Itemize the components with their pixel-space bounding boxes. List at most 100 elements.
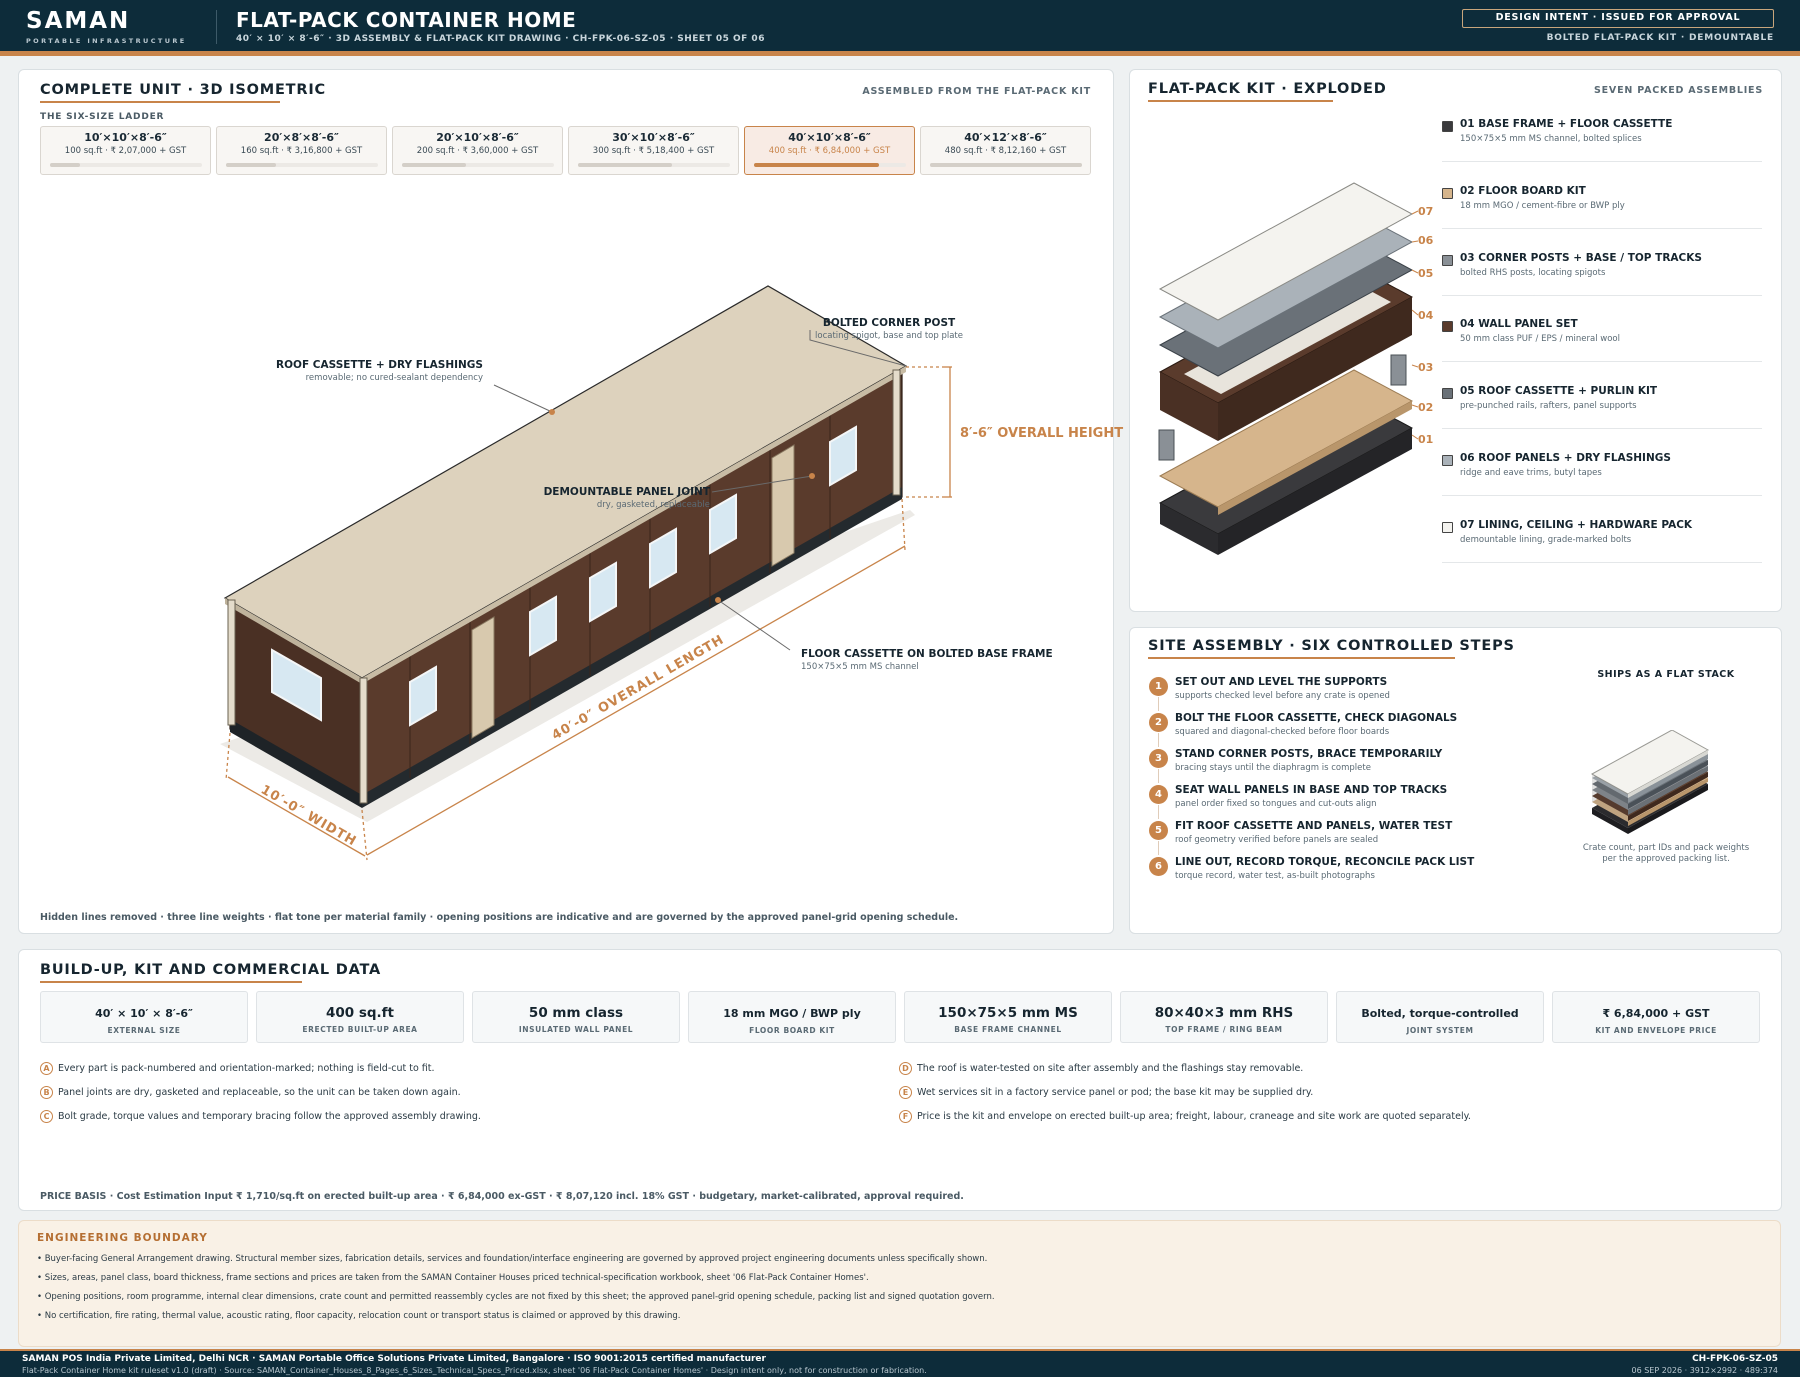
spec-label: FLOOR BOARD KIT (749, 1026, 835, 1035)
spec-value: 40′ × 10′ × 8′-6″ (95, 1007, 193, 1020)
kit-color-swatch (1442, 455, 1453, 466)
size-area-bar (754, 163, 906, 167)
stack-layer-edge (1628, 778, 1708, 826)
step-desc: bracing stays until the diaphragm is com… (1175, 763, 1371, 773)
roof-callout-title: ROOF CASSETTE + DRY FLASHINGS (276, 359, 483, 371)
kit-layer-02-edge (1218, 401, 1412, 515)
kit-item-desc: ridge and eave trims, butyl tapes (1460, 468, 1602, 478)
stack-layer-edge (1628, 760, 1708, 809)
step-title: SET OUT AND LEVEL THE SUPPORTS (1175, 676, 1388, 688)
engineering-boundary-panel: ENGINEERING BOUNDARY • Buyer-facing Gene… (18, 1220, 1781, 1347)
engineering-boundary-item: • Buyer-facing General Arrangement drawi… (37, 1254, 988, 1264)
spec-value: 50 mm class (528, 1005, 624, 1021)
size-option-name: 30′×10′×8′-6″ (612, 131, 695, 144)
size-option-card[interactable]: 20′×10′×8′-6″200 sq.ft · ₹ 3,60,000 + GS… (392, 126, 563, 175)
spec-label: ERECTED BUILT-UP AREA (302, 1025, 418, 1034)
rule-text: Bolt grade, torque values and temporary … (58, 1111, 481, 1122)
brand-tagline: PORTABLE INFRASTRUCTURE (26, 37, 187, 45)
title-underline (1148, 657, 1455, 659)
kit-color-swatch (1442, 388, 1453, 400)
size-option-info: 300 sq.ft · ₹ 5,18,400 + GST (592, 146, 715, 156)
side-door (471, 616, 495, 739)
spec-value: ₹ 6,84,000 + GST (1602, 1007, 1710, 1020)
stack-layer-edge (1628, 766, 1708, 815)
spec-value: 400 sq.ft (325, 1005, 395, 1021)
footer-bar: SAMAN POS India Private Limited, Delhi N… (0, 1349, 1800, 1377)
kit-layer-number: 03 (1418, 361, 1433, 374)
height-dimension (906, 366, 952, 498)
size-option-card[interactable]: 40′×12′×8′-6″480 sq.ft · ₹ 8,12,160 + GS… (920, 126, 1091, 175)
kit-layer-number: 01 (1418, 433, 1433, 446)
kit-item-name: 03 CORNER POSTS + BASE / TOP TRACKS (1460, 251, 1702, 264)
kit-layer-03-post (1390, 354, 1407, 386)
size-area-bar (930, 163, 1082, 167)
title-underline (40, 981, 302, 983)
kit-color-swatch (1442, 187, 1453, 199)
kit-layer-number: 02 (1418, 401, 1433, 414)
size-option-card[interactable]: 40′×10′×8′-6″400 sq.ft · ₹ 6,84,000 + GS… (744, 126, 915, 175)
kit-layer-number: 04 (1418, 309, 1434, 322)
roof-edge (225, 598, 362, 684)
drawing-number: CH-FPK-06-SZ-05 (1692, 1354, 1778, 1364)
corner-post (892, 369, 901, 496)
spec-value: 80×40×3 mm RHS (1154, 1005, 1294, 1021)
joint-callout-title: DEMOUNTABLE PANEL JOINT (544, 486, 711, 498)
size-area-bar-fill (578, 163, 673, 167)
roof-edge (362, 366, 906, 684)
flat-stack-illustration (1590, 730, 1710, 834)
step-desc: supports checked level before any crate … (1175, 691, 1390, 701)
kit-type-label: BOLTED FLAT-PACK KIT · DEMOUNTABLE (1546, 33, 1774, 43)
spec-value: 150×75×5 mm MS (938, 1005, 1078, 1021)
spec-value: Bolted, torque-controlled (1361, 1007, 1519, 1020)
step-desc: roof geometry verified before panels are… (1175, 835, 1379, 845)
floor-callout-leader (717, 599, 791, 651)
kit-color-swatch (1442, 321, 1453, 333)
step-connector (1158, 841, 1159, 855)
height-label: 8′-6″ OVERALL HEIGHT (960, 426, 1123, 441)
size-option-name: 20′×8′×8′-6″ (264, 131, 339, 144)
title-bar: SAMAN PORTABLE INFRASTRUCTURE FLAT-PACK … (0, 0, 1800, 51)
kit-color-swatch (1442, 121, 1453, 132)
size-option-name: 20′×10′×8′-6″ (436, 131, 519, 144)
assembly-panel-title: SITE ASSEMBLY · SIX CONTROLLED STEPS (1148, 638, 1515, 654)
step-number-badge: 5 (1149, 821, 1168, 840)
spec-card: 40′ × 10′ × 8′-6″EXTERNAL SIZE (40, 991, 248, 1043)
step-number-badge: 6 (1149, 857, 1168, 876)
step-desc: squared and diagonal-checked before floo… (1175, 727, 1390, 737)
size-area-bar-fill (930, 163, 1082, 167)
rule-text: Price is the kit and envelope on erected… (917, 1111, 1471, 1122)
post-callout-title: BOLTED CORNER POST (823, 317, 956, 329)
size-option-info: 480 sq.ft · ₹ 8,12,160 + GST (944, 146, 1067, 156)
stack-layer-edge (1628, 750, 1708, 798)
company-line: SAMAN POS India Private Limited, Delhi N… (22, 1354, 766, 1364)
size-option-card[interactable]: 20′×8′×8′-6″160 sq.ft · ₹ 3,16,800 + GST (216, 126, 387, 175)
engineering-boundary-item: • Opening positions, room programme, int… (37, 1292, 995, 1302)
step-connector (1158, 769, 1159, 783)
size-option-card[interactable]: 30′×10′×8′-6″ 300 sq.ft · ₹ 5,18,400 + GS… (568, 126, 739, 175)
kit-panel-subtitle: SEVEN PACKED ASSEMBLIES (1593, 85, 1763, 96)
kit-panel-title: FLAT-PACK KIT · EXPLODED (1148, 81, 1387, 97)
brand-logo: SAMAN (26, 8, 131, 34)
rule-text: Panel joints are dry, gasketed and repla… (58, 1087, 461, 1098)
stack-layer-edge (1628, 784, 1708, 834)
spec-label: TOP FRAME / RING BEAM (1165, 1025, 1283, 1034)
stack-layer-edge (1592, 808, 1628, 834)
corner-post (227, 599, 236, 726)
source-line: Flat-Pack Container Home kit ruleset v1.… (22, 1366, 927, 1375)
step-title: BOLT THE FLOOR CASSETTE, CHECK DIAGONALS (1175, 712, 1458, 724)
kit-color-swatch (1442, 521, 1453, 533)
data-panel-title: BUILD-UP, KIT AND COMMERCIAL DATA (40, 962, 382, 978)
kit-item-desc: 18 mm MGO / cement-fibre or BWP ply (1460, 200, 1625, 211)
end-window (271, 648, 322, 722)
step-title: STAND CORNER POSTS, BRACE TEMPORARILY (1175, 748, 1443, 760)
kit-item-name: 05 ROOF CASSETTE + PURLIN KIT (1460, 385, 1658, 398)
kit-layer-04-edge (1160, 372, 1218, 441)
size-option-card[interactable]: 10′×10′×8′-6″100 sq.ft · ₹ 2,07,000 + GS… (40, 126, 211, 175)
